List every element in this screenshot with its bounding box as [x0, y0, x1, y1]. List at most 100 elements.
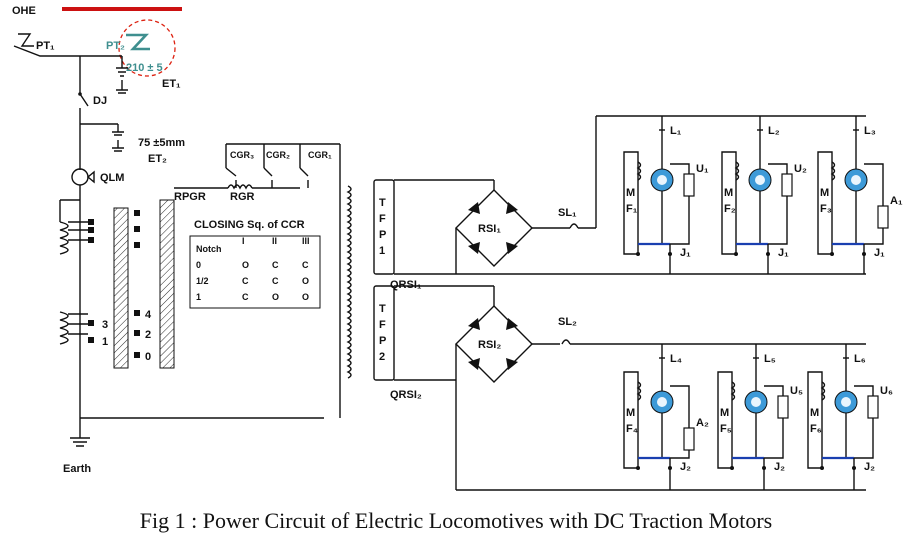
tap-wires — [68, 219, 94, 343]
cgr3-label: CGR₃ — [230, 150, 254, 160]
tap1-label: 1 — [102, 336, 108, 348]
tfp-letter: P — [379, 229, 386, 241]
pt1-link — [13, 45, 80, 57]
meter-resistor-icon — [777, 395, 789, 419]
motor-armature-label: M — [626, 187, 635, 199]
ohe-label: OHE — [12, 5, 36, 17]
motor-armature-label: M — [720, 407, 729, 419]
rsi2-label: RSI₂ — [478, 339, 501, 351]
tfp2-winding-frame — [373, 285, 395, 381]
meter-resistor-icon — [683, 173, 695, 197]
table-cell: C — [272, 276, 279, 286]
et1-earth-icon — [116, 67, 128, 77]
motor-armature-label: M — [626, 407, 635, 419]
jumper-label: J₂ — [864, 461, 875, 473]
sl2-label: SL₂ — [558, 316, 577, 328]
qrsi1-label: QRSI₁ — [390, 279, 422, 291]
sl2-inductor-icon — [561, 339, 571, 345]
tfp1-winding-frame — [373, 179, 395, 275]
sl1-label: SL₁ — [558, 207, 577, 219]
cgr2-label: CGR₂ — [266, 150, 290, 160]
table-cell: O — [302, 276, 309, 286]
meter-label: U₅ — [790, 385, 803, 397]
et2-label: ET₂ — [148, 153, 167, 165]
motor-armature-label: M — [724, 187, 733, 199]
tap-changer-bar-2 — [159, 199, 175, 369]
motor-field-label: F₆ — [810, 423, 822, 435]
pt1-label: PT₁ — [36, 40, 55, 52]
pt1-pantograph-icon — [18, 33, 34, 47]
jumper-label: J₂ — [774, 461, 785, 473]
tfp-letter: T — [379, 197, 386, 209]
earth-label: Earth — [63, 463, 91, 475]
qrsi2-label: QRSI₂ — [390, 389, 422, 401]
table-header-1: I — [242, 236, 245, 246]
table-cell: C — [242, 292, 249, 302]
table-cell: O — [302, 292, 309, 302]
rsi1-diodes — [468, 202, 518, 254]
motor-field-label: F₅ — [720, 423, 732, 435]
meter-resistor-icon — [867, 395, 879, 419]
table-cell: 1 — [196, 292, 201, 302]
table-header-notch: Notch — [196, 244, 222, 254]
table-cell: 1/2 — [196, 276, 209, 286]
motor-line-label: L₄ — [670, 353, 682, 365]
table-cell: O — [272, 292, 279, 302]
tfp-letter: F — [379, 213, 386, 225]
selector-contacts — [134, 210, 140, 358]
figure-caption: Fig 1 : Power Circuit of Electric Locomo… — [139, 508, 773, 533]
meter-resistor-icon — [781, 173, 793, 197]
jumper-label: J₁ — [778, 247, 789, 259]
primary-winding-upper-icon — [59, 221, 69, 255]
transformer-core-winding-icon — [346, 185, 352, 379]
table-header-3: III — [302, 236, 310, 246]
et2-earth-icon — [112, 124, 124, 152]
rpgr-label: RPGR — [174, 191, 206, 203]
dj-switch-icon — [79, 93, 89, 107]
meter-resistor-icon — [683, 427, 695, 451]
meter-label: U₁ — [696, 163, 709, 175]
pt2-pantograph-icon — [126, 33, 150, 51]
motor-line-label: L₃ — [864, 125, 876, 137]
tfp-letter: 1 — [379, 245, 385, 257]
tfp-letter: T — [379, 303, 386, 315]
qlm-coil-icon — [71, 168, 89, 186]
tfp-letter: F — [379, 319, 386, 331]
tap2-label: 2 — [145, 329, 151, 341]
table-cell: O — [242, 260, 249, 270]
meter-label: A₁ — [890, 195, 903, 207]
motor-line-label: L₁ — [670, 125, 682, 137]
meter-label: U₆ — [880, 385, 893, 397]
rsi1-bridge-icon — [455, 189, 533, 267]
motor-line-label: L₂ — [768, 125, 780, 137]
tfp-letter: P — [379, 335, 386, 347]
motor-field-label: F₂ — [724, 203, 736, 215]
tfp-letter: 2 — [379, 351, 385, 363]
primary-winding-lower-icon — [59, 311, 69, 345]
table-cell: C — [302, 260, 309, 270]
rsi1-label: RSI₁ — [478, 223, 501, 235]
jumper-label: J₁ — [874, 247, 885, 259]
dj-label: DJ — [93, 95, 107, 107]
gap2-label: 75 ±5mm — [138, 137, 185, 149]
jumper-label: J₁ — [680, 247, 691, 259]
closing-table-title: CLOSING Sq. of CCR — [194, 219, 305, 231]
rgr-label: RGR — [230, 191, 255, 203]
meter-resistor-icon — [877, 205, 889, 229]
tap4-label: 4 — [145, 309, 152, 321]
tap-changer-bar-1 — [113, 207, 129, 369]
motor-field-label: F₃ — [820, 203, 832, 215]
sl1-inductor-icon — [569, 223, 579, 229]
tap3-label: 3 — [102, 319, 108, 331]
traction-motor-groups: L₁MF₁J₁U₁L₂MF₂J₁U₂L₃MF₃J₁A₁L₄MF₄J₂A₂L₅MF… — [623, 116, 903, 490]
et1-label: ET₁ — [162, 78, 181, 90]
gap-highlight-circle — [118, 19, 176, 77]
meter-label: U₂ — [794, 163, 807, 175]
meter-label: A₂ — [696, 417, 709, 429]
